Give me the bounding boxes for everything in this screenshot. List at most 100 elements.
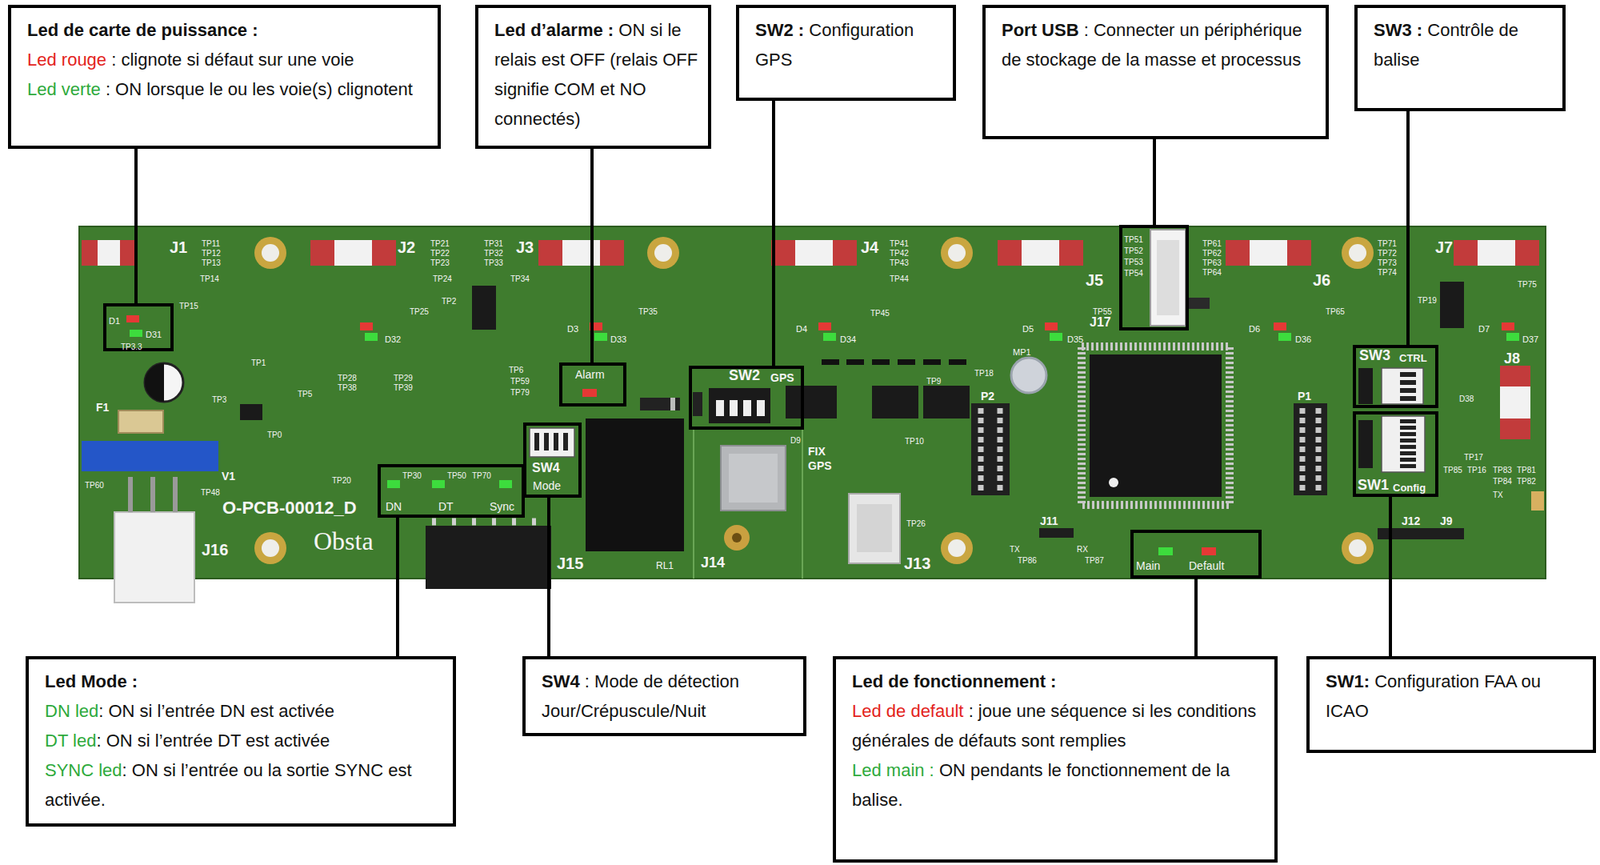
varistor — [81, 440, 219, 472]
dip-toggle — [1400, 380, 1416, 385]
usb-connector-inner — [856, 504, 892, 552]
silkscreen-label: TP81 — [1516, 465, 1536, 475]
usb-shield-tab — [1188, 297, 1210, 309]
terminal-pad — [81, 240, 98, 266]
silkscreen-label: TP6 — [508, 365, 524, 375]
callout-text: Led verte — [27, 79, 101, 100]
silkscreen-label: J4 — [860, 238, 879, 256]
header-pins — [432, 518, 548, 526]
label-slot: P2 — [980, 388, 995, 404]
silkscreen-label: P1 — [1297, 389, 1312, 403]
connector-pin — [128, 476, 133, 512]
label-slot: TP5 — [297, 385, 312, 400]
mounting-hole — [647, 236, 680, 269]
label-slot: TX — [1009, 540, 1020, 556]
callout-text: Led main : — [852, 760, 935, 780]
terminal-pad — [1021, 240, 1060, 266]
label-slot: TP25 — [409, 303, 429, 318]
terminal-pad — [1500, 418, 1531, 440]
silkscreen-text: Sync — [489, 500, 515, 513]
label-slot: TP86 — [1017, 552, 1037, 567]
callout-text: SYNC led — [44, 760, 123, 780]
dip-switch — [708, 388, 771, 424]
resistor — [846, 359, 864, 365]
label-slot: TP6 — [508, 361, 524, 376]
silkscreen-label: TP59 — [510, 376, 530, 386]
label-slot: TP9 — [926, 372, 941, 388]
label-slot: J1 — [169, 238, 188, 257]
callout-box: SW1:Configuration FAA ou ICAO — [1306, 656, 1596, 753]
label-slot: D4 — [796, 320, 808, 336]
label-slot: O-PCB-00012_D — [222, 497, 357, 518]
label-slot: TP44 — [889, 270, 909, 285]
red-led — [1501, 322, 1515, 331]
green-led — [129, 329, 143, 337]
label-slot: TP62 — [1202, 244, 1222, 260]
small-chip — [240, 404, 263, 420]
terminal-block — [310, 240, 396, 266]
silkscreen-label: D7 — [1478, 324, 1490, 334]
silkscreen-label: TP12 — [201, 248, 221, 258]
silkscreen-label: TP0 — [267, 430, 282, 440]
green-led — [387, 480, 400, 488]
terminal-pad — [562, 240, 600, 266]
dip-toggle — [756, 400, 765, 416]
hole-center — [654, 244, 672, 262]
label-slot: TP61 — [1202, 235, 1222, 250]
label-slot: TP23 — [430, 254, 450, 269]
microcontroller — [1089, 354, 1222, 497]
label-slot: J3 — [516, 238, 534, 257]
silkscreen-label: TP73 — [1377, 258, 1397, 268]
leader-line — [1152, 139, 1156, 225]
silkscreen-label: RL1 — [656, 560, 674, 572]
label-slot: D37 — [1522, 331, 1539, 346]
label-slot: J12 — [1401, 513, 1420, 528]
green-led — [1506, 332, 1520, 341]
resistor — [897, 359, 916, 365]
dip-toggle — [1400, 464, 1416, 468]
text-line: Led de default: joue une séquence si les… — [852, 696, 1265, 756]
header-pins — [978, 408, 984, 492]
hole-center — [948, 244, 966, 262]
green-led — [499, 480, 512, 488]
terminal-pad — [1249, 240, 1288, 266]
silkscreen-label: TP82 — [1516, 476, 1536, 486]
text-slot: TP53 — [1124, 253, 1144, 268]
label-slot: J11 — [1040, 513, 1059, 528]
label-slot: TP32 — [484, 244, 504, 260]
silkscreen-label: TP83 — [1492, 465, 1512, 475]
leader-line — [772, 100, 776, 366]
small-chip — [472, 285, 496, 330]
text-slot: D1 — [108, 312, 120, 328]
silkscreen-label: J8 — [1504, 350, 1520, 367]
silkscreen-label: TP44 — [889, 274, 909, 284]
silkscreen-text: SW1 — [1357, 476, 1389, 493]
highlight-box: SW2GPS — [688, 365, 804, 430]
label-slot: TP41 — [889, 235, 909, 250]
hole-center — [1348, 539, 1367, 557]
text-line: Led d’alarme :ON si le relais est OFF (r… — [494, 15, 699, 134]
header-pins — [1316, 408, 1322, 492]
highlight-box: TP30TP50TP70DNDTSync — [377, 464, 525, 518]
text-line: DT led: ON si l’entrée DT est activée — [44, 725, 444, 756]
silkscreen-label: TP32 — [484, 248, 504, 258]
board-divider — [801, 428, 804, 579]
diode-band — [670, 397, 676, 411]
silkscreen-label: TP26 — [906, 519, 926, 528]
silkscreen-text: Default — [1188, 559, 1224, 572]
silkscreen-label: D34 — [840, 334, 856, 344]
text-line: Led de fonctionnement : — [852, 666, 1265, 696]
callout-text: DT led — [44, 730, 96, 751]
text-slot: SW1 — [1357, 476, 1389, 494]
dip-toggle — [1400, 438, 1416, 443]
text-slot: TP30 — [402, 467, 422, 482]
label-slot: TP16 — [1467, 461, 1487, 476]
label-slot: D35 — [1067, 331, 1084, 346]
dip-switch — [529, 428, 575, 457]
label-slot: TP74 — [1377, 264, 1397, 279]
text-slot: Mode — [532, 478, 561, 493]
text-line: Led verte: ON lorsque le ou les voie(s) … — [27, 74, 428, 104]
text-slot: Config — [1392, 480, 1426, 495]
diode — [640, 397, 680, 411]
